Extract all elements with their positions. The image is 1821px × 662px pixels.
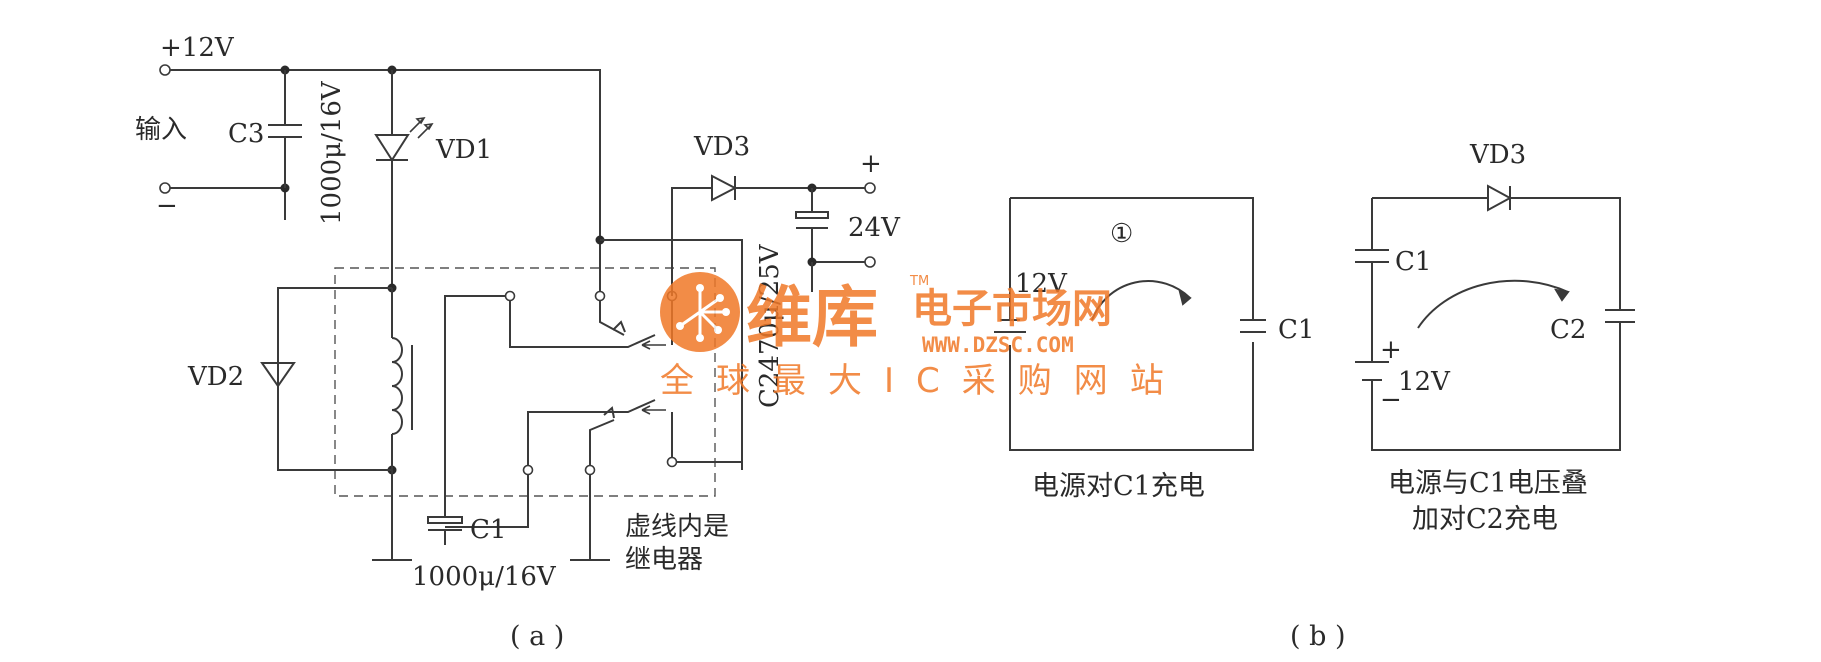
figure-b: ① 12V C1 电源对C1充电 VD3 C1 C2 + − 12V 电源与C1…	[994, 140, 1635, 652]
label-c2-right: C2	[1550, 315, 1586, 345]
label-c3-value: 1000μ/16V	[317, 80, 347, 225]
label-circle-1: ①	[1110, 219, 1133, 249]
label-c1-a-value: 1000μ/16V	[412, 562, 557, 592]
relay-note-line2: 继电器	[625, 545, 703, 575]
label-c1-left: C1	[1278, 315, 1314, 345]
watermark-tm: TM	[909, 274, 929, 289]
led-vd1	[374, 70, 434, 290]
watermark-brand: 维库	[746, 279, 878, 356]
watermark-brand-sub: 电子市场网	[912, 286, 1112, 332]
label-vd3-b: VD3	[1469, 140, 1526, 170]
label-c1-a: C1	[470, 515, 506, 545]
vd2-loop-wire	[277, 287, 392, 471]
caption-left: 电源对C1充电	[1032, 471, 1205, 502]
label-minus-right: −	[1380, 385, 1402, 415]
label-c3: C3	[228, 119, 264, 149]
capacitor-c3	[268, 70, 302, 188]
caption-right-line1: 电源与C1电压叠	[1388, 468, 1588, 499]
top-rail-wire	[170, 69, 601, 240]
label-out-plus: +	[860, 149, 882, 179]
output-terminal-minus	[864, 256, 876, 268]
caption-b: ( b )	[1290, 621, 1346, 652]
watermark-slogan: 全球最大IC采购网站	[660, 361, 1186, 401]
capacitor-c2-a	[795, 188, 866, 292]
label-plus-right: +	[1380, 335, 1402, 365]
label-plus12v: +12V	[160, 33, 235, 63]
input-terminal-plus	[159, 64, 171, 76]
relay-switch-lower	[445, 399, 742, 560]
diode-vd2	[260, 362, 296, 388]
label-vd1: VD1	[435, 135, 492, 165]
charge-arrow-path	[1091, 280, 1191, 321]
label-c2-a-value: C2470μ/25V	[755, 243, 785, 408]
label-input-minus: −	[156, 191, 178, 221]
label-12v-right: 12V	[1398, 367, 1451, 397]
relay-note-line1: 虚线内是	[625, 512, 729, 542]
label-out-24v: 24V	[848, 213, 901, 243]
caption-right-line2: 加对C2充电	[1412, 504, 1558, 535]
circuit-b-left	[994, 197, 1266, 451]
label-input: 输入	[135, 115, 187, 145]
output-terminal-plus	[864, 182, 876, 194]
watermark-logo-icon	[660, 272, 740, 352]
relay-coil	[391, 288, 413, 560]
capacitor-c1-a	[427, 505, 463, 545]
caption-a: ( a )	[510, 621, 564, 652]
watermark-url: WWW.DZSC.COM	[922, 333, 1074, 357]
figure-a: +12V 输入 − C3 1000μ/16V VD1	[135, 33, 901, 652]
label-vd2: VD2	[187, 362, 244, 392]
label-vd3-a: VD3	[693, 132, 750, 162]
watermark: 维库 TM 电子市场网 WWW.DZSC.COM 全球最大IC采购网站	[660, 272, 1186, 401]
label-c1-right: C1	[1395, 247, 1431, 277]
input-ground-wire	[170, 187, 286, 220]
label-12v-left: 12V	[1015, 269, 1068, 299]
charge-arrow-path-right	[1417, 279, 1569, 329]
circuit-b-right	[1355, 184, 1635, 451]
relay-boundary	[334, 267, 716, 497]
